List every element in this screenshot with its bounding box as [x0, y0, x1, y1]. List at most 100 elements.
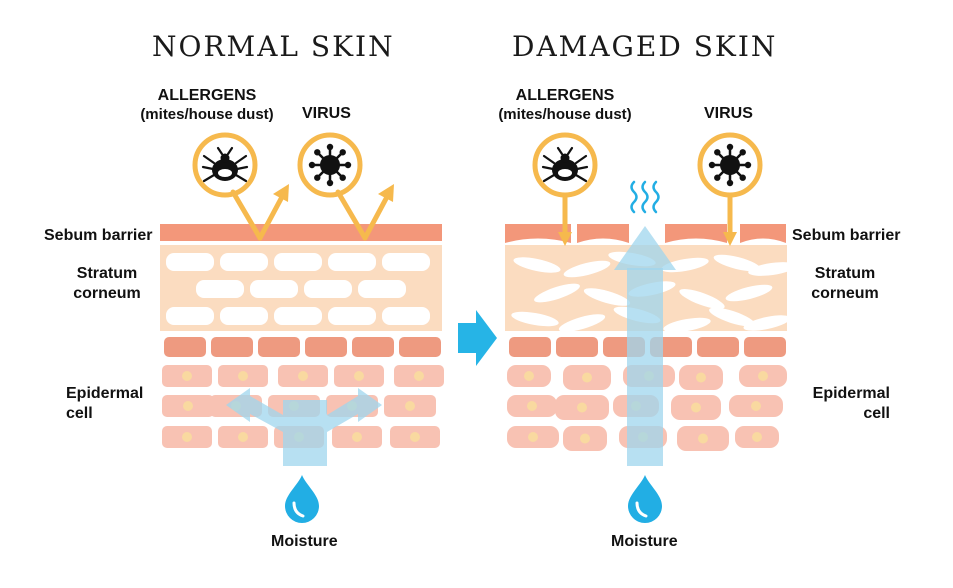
sebum-fragment — [577, 224, 629, 243]
virus-spike-tip — [340, 149, 346, 155]
label-allergens-normal: ALLERGENS (mites/house dust) — [132, 86, 282, 125]
cell-nucleus — [758, 371, 768, 381]
label-sebum-barrier-right: Sebum barrier — [792, 226, 900, 246]
moisture-arrow-right — [327, 388, 382, 432]
granular-cell — [164, 337, 206, 357]
cell-nucleus — [298, 371, 308, 381]
cell-nucleus — [577, 403, 587, 413]
label-epidermal-cell-right: Epidermal cell — [800, 384, 890, 424]
cell-nucleus — [696, 373, 706, 383]
stratum-cell — [358, 280, 406, 298]
stratum-line1: Stratum — [62, 264, 152, 284]
stratum-cell — [196, 280, 244, 298]
stratum-cell — [304, 280, 352, 298]
cell-nucleus — [524, 371, 534, 381]
virus-spike-tip — [309, 162, 315, 168]
virus-spike-tip — [314, 149, 320, 155]
mite-marking — [558, 169, 572, 177]
virus-spike-tip — [740, 175, 746, 181]
cell-nucleus — [414, 371, 424, 381]
cell-nucleus — [751, 401, 761, 411]
stratum-cell — [166, 253, 214, 271]
stratum-line1: Stratum — [800, 264, 890, 284]
cell-nucleus — [183, 401, 193, 411]
label-sebum-barrier-left: Sebum barrier — [44, 226, 152, 246]
cell-nucleus — [698, 434, 708, 444]
virus-icon — [709, 144, 751, 186]
stratum-cell — [166, 307, 214, 325]
mite-marking — [218, 169, 232, 177]
granular-cell — [399, 337, 441, 357]
granular-cell — [305, 337, 347, 357]
granular-cell — [258, 337, 300, 357]
virus-spike-tip — [327, 180, 333, 186]
label-moisture-right: Moisture — [611, 532, 678, 552]
cell-nucleus — [691, 403, 701, 413]
cell-nucleus — [752, 432, 762, 442]
title-normal-skin: NORMAL SKIN — [152, 30, 395, 63]
cell-nucleus — [238, 432, 248, 442]
stratum-cell — [250, 280, 298, 298]
virus-spike-tip — [340, 175, 346, 181]
virus-spike-tip — [314, 175, 320, 181]
cell-nucleus — [527, 401, 537, 411]
stratum-cell — [382, 307, 430, 325]
cell-nucleus — [410, 432, 420, 442]
label-allergens-damaged: ALLERGENS (mites/house dust) — [490, 86, 640, 125]
stratum-cell — [220, 307, 268, 325]
cell-nucleus — [405, 401, 415, 411]
allergens-text: ALLERGENS — [132, 86, 282, 106]
cell-nucleus — [528, 432, 538, 442]
virus-core — [720, 155, 740, 175]
virus-spike-tip — [714, 175, 720, 181]
virus-spike-tip — [745, 162, 751, 168]
escape-shaft — [627, 268, 663, 466]
cell-nucleus — [582, 373, 592, 383]
label-virus-damaged: VIRUS — [704, 104, 753, 124]
water-drop-left — [285, 475, 319, 523]
stratum-cell — [220, 253, 268, 271]
transition-arrow-icon — [458, 310, 497, 366]
vapor-wave — [654, 182, 659, 212]
label-stratum-corneum-left: Stratum corneum — [62, 264, 152, 304]
cell-nucleus — [182, 371, 192, 381]
vapor-wave — [632, 182, 637, 212]
sebum-fragment — [740, 224, 786, 243]
granular-cell — [697, 337, 739, 357]
allergens-text: ALLERGENS — [490, 86, 640, 106]
epidermal-line1: Epidermal — [66, 384, 143, 404]
cell-nucleus — [238, 371, 248, 381]
stratum-cell — [274, 253, 322, 271]
cell-nucleus — [182, 432, 192, 442]
stratum-cell — [274, 307, 322, 325]
granular-cell — [509, 337, 551, 357]
stratum-cell — [382, 253, 430, 271]
vapor-wave — [643, 182, 648, 212]
epidermal-line2: cell — [66, 404, 143, 424]
water-drop-right — [628, 475, 662, 523]
virus-spike-tip — [740, 149, 746, 155]
virus-core — [320, 155, 340, 175]
cell-nucleus — [354, 371, 364, 381]
virus-spike-tip — [714, 149, 720, 155]
virus-spike-tip — [727, 144, 733, 150]
epidermal-line2: cell — [800, 404, 890, 424]
cell-nucleus — [352, 432, 362, 442]
virus-spike-tip — [327, 144, 333, 150]
virus-spike-tip — [727, 180, 733, 186]
label-epidermal-cell-left: Epidermal cell — [66, 384, 143, 424]
label-moisture-left: Moisture — [271, 532, 338, 552]
moisture-stem — [283, 400, 327, 466]
virus-icon — [309, 144, 351, 186]
vapor-icon — [632, 182, 659, 212]
allergen-bubble-damaged — [535, 135, 595, 195]
virus-bubble-normal — [300, 135, 360, 195]
virus-spike-tip — [709, 162, 715, 168]
stratum-line2: corneum — [62, 284, 152, 304]
virus-spike-tip — [345, 162, 351, 168]
allergen-bubble-normal — [195, 135, 255, 195]
title-damaged-skin: DAMAGED SKIN — [512, 30, 777, 63]
stratum-corneum-normal — [160, 245, 442, 331]
allergens-sub-text: (mites/house dust) — [132, 106, 282, 125]
